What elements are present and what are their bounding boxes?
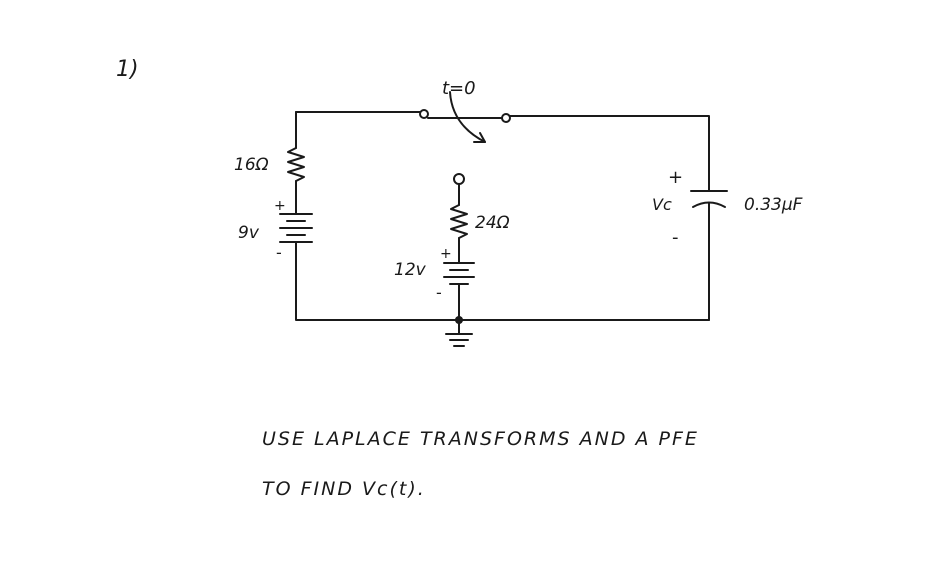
switch-arrow bbox=[449, 91, 486, 143]
wire-top-right bbox=[509, 115, 710, 191]
battery-9v-label: 9v bbox=[238, 223, 260, 243]
switch-contact-left bbox=[419, 109, 429, 119]
resistor-24-ohm-label: 24Ω bbox=[475, 213, 510, 233]
switch-contact-right bbox=[501, 113, 511, 123]
capacitor-plus: + bbox=[668, 167, 683, 188]
instruction-line-2: TO FIND Vc(t). bbox=[262, 478, 426, 500]
switch-time-label: t=0 bbox=[442, 78, 476, 99]
wire-left-lower bbox=[295, 242, 710, 321]
resistor-16-ohm bbox=[287, 147, 305, 182]
battery-9v-minus: - bbox=[276, 243, 282, 262]
problem-number: 1) bbox=[116, 57, 139, 82]
resistor-24-ohm bbox=[450, 204, 468, 239]
resistor-16-ohm-label: 16Ω bbox=[234, 155, 269, 175]
capacitor-minus: - bbox=[672, 227, 679, 248]
battery-12v-minus: - bbox=[436, 283, 442, 302]
battery-9v-plus: + bbox=[274, 198, 286, 214]
battery-12v-label: 12v bbox=[394, 260, 427, 280]
middle-open-terminal bbox=[453, 173, 465, 185]
ground-junction-dot bbox=[455, 316, 463, 324]
battery-12v-plus: + bbox=[440, 246, 452, 262]
capacitor-voltage-label: Vc bbox=[652, 195, 672, 214]
instruction-line-1: USE LAPLACE TRANSFORMS AND A PFE bbox=[262, 428, 699, 450]
capacitor-value-label: 0.33μF bbox=[744, 195, 803, 215]
switch-arrow-head bbox=[473, 132, 486, 143]
